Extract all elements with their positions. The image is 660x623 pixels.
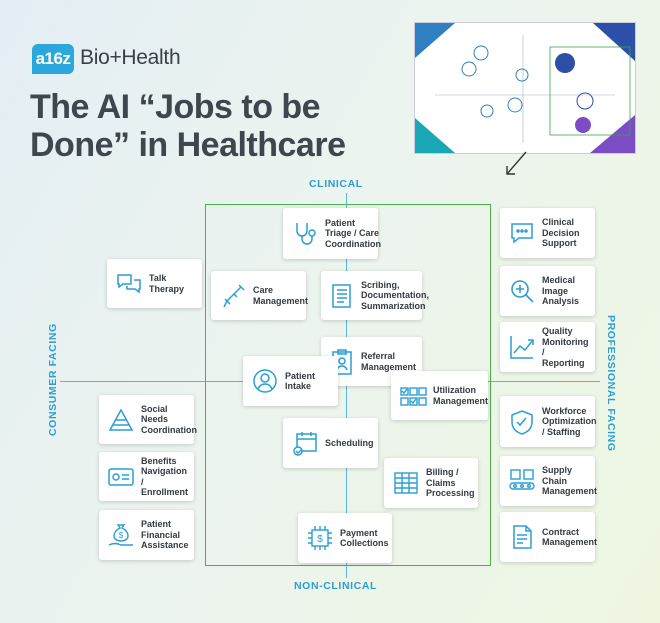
chat-dots-icon	[511, 223, 533, 244]
card-patient-intake: Patient Intake	[243, 356, 338, 406]
speech-bubbles-icon	[117, 273, 141, 293]
card-label: Workforce Optimization / Staffing	[542, 405, 597, 437]
card-label: Care Management	[253, 285, 309, 306]
crutch-icon	[223, 283, 245, 307]
line-chart-icon	[510, 336, 534, 359]
brand-name: Bio+Health	[80, 46, 181, 69]
card-quality-monitoring: Quality Monitoring / Reporting	[500, 322, 595, 372]
magnify-plus-icon	[511, 280, 534, 303]
card-patient-financial: $ Patient Financial Assistance	[99, 510, 194, 560]
card-label: Supply Chain Management	[542, 465, 598, 497]
svg-text:$: $	[317, 534, 323, 545]
person-circle-icon	[253, 369, 277, 393]
card-label: Patient Financial Assistance	[141, 519, 189, 551]
card-billing: Billing / Claims Processing	[384, 458, 478, 508]
card-label: Payment Collections	[340, 527, 389, 549]
card-label: Social Needs Coordination	[141, 403, 197, 435]
card-label: Scribing, Documentation, Summarization	[361, 279, 430, 311]
card-payment-collections: $ Payment Collections	[298, 513, 392, 563]
card-label: Talk Therapy	[149, 273, 185, 294]
spreadsheet-icon	[394, 472, 418, 494]
card-label: Contract Management	[542, 526, 598, 548]
framework-thumbnail	[414, 22, 636, 154]
card-label: Clinical Decision Support	[542, 217, 580, 249]
contract-document-icon	[513, 525, 532, 549]
card-supply-chain: Supply Chain Management	[500, 456, 598, 506]
calendar-check-icon	[293, 432, 317, 456]
checklist-grid-icon	[400, 386, 427, 406]
conveyor-boxes-icon	[509, 469, 535, 490]
document-lines-icon	[332, 283, 351, 308]
card-workforce: Workforce Optimization / Staffing	[500, 396, 597, 447]
card-label: Quality Monitoring / Reporting	[542, 326, 589, 368]
title-line-2: Done” in Healthcare	[30, 126, 346, 164]
svg-text:$: $	[119, 531, 124, 540]
thumbnail-graphic	[415, 23, 635, 153]
card-benefits-navigation: Benefits Navigation / Enrollment	[99, 452, 194, 501]
stethoscope-icon	[296, 222, 316, 245]
card-label: Billing / Claims Processing	[426, 467, 475, 499]
axis-label-non-clinical: NON-CLINICAL	[294, 580, 378, 592]
axis-label-professional-facing: PROFESSIONAL FACING	[605, 315, 617, 452]
pyramid-icon	[108, 407, 134, 431]
title-line-1: The AI “Jobs to be	[30, 88, 321, 126]
hand-money-bag-icon: $	[108, 524, 133, 546]
core-region-box	[205, 204, 491, 566]
id-card-icon	[108, 467, 134, 486]
card-care-management: Care Management	[211, 271, 309, 320]
card-label: Utilization Management	[433, 385, 489, 406]
card-label: Benefits Navigation / Enrollment	[141, 455, 189, 498]
arrow-icon	[506, 151, 527, 175]
card-label: Scheduling	[325, 437, 374, 448]
card-label: Patient Intake	[285, 370, 316, 392]
card-utilization-management: Utilization Management	[391, 371, 488, 420]
card-clinical-decision: Clinical Decision Support	[500, 208, 595, 258]
page-title: The AI “Jobs to be Done” in Healthcare	[30, 88, 370, 164]
card-label: Patient Triage / Care Coordination	[325, 217, 381, 249]
axis-label-consumer-facing: CONSUMER FACING	[47, 323, 59, 436]
card-talk-therapy: Talk Therapy	[107, 259, 202, 308]
card-scheduling: Scheduling	[283, 418, 378, 468]
card-contract-management: Contract Management	[500, 512, 598, 562]
axis-label-clinical: CLINICAL	[309, 178, 363, 190]
chip-dollar-icon: $	[308, 526, 332, 550]
card-scribing: Scribing, Documentation, Summarization	[321, 271, 429, 320]
card-label: Medical Image Analysis	[542, 275, 580, 307]
shield-check-icon	[511, 409, 533, 435]
card-patient-triage: Patient Triage / Care Coordination	[283, 208, 381, 259]
card-medical-image: Medical Image Analysis	[500, 266, 595, 316]
a16z-logo: a16z	[32, 44, 74, 74]
card-social-needs: Social Needs Coordination	[99, 395, 197, 444]
card-label: Referral Management	[361, 351, 417, 372]
